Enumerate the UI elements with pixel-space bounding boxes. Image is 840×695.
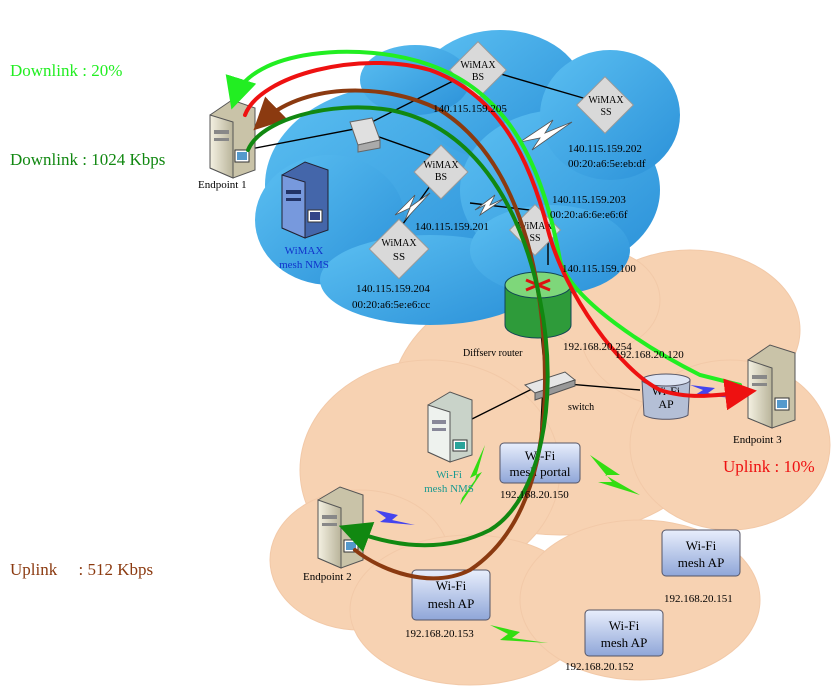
mesh-ap-bottom-label-2: mesh AP [601,635,648,650]
wifi-mesh-ap-bottom: Wi-Fi mesh AP [584,609,664,657]
wimax-ss-left-label-1: WiMAX [381,238,417,249]
wimax-ss-center-label-2: SS [529,233,540,244]
flow-downlink-20pct [225,49,742,387]
mesh-ap-left-address: 192.168.20.153 [405,628,474,640]
mesh-portal-label-1: Wi-Fi [525,448,556,463]
endpoint-2-server-icon [317,486,364,569]
wifi-ap-label-2: AP [658,397,674,411]
wimax-bs-mid: WiMAX BS [413,144,469,200]
endpoint-1-server-icon [209,99,256,179]
traffic-flows [225,49,757,581]
address-labels: 140.115.159.205 140.115.159.202 00:20:a6… [352,103,733,673]
wimax-nms-server-icon [281,161,329,239]
wifi-mesh-portal: Wi-Fi mesh portal [499,442,581,484]
wimax-nms-label-2: mesh NMS [279,259,329,271]
mesh-ap-right-label-1: Wi-Fi [686,538,717,553]
legend-downlink-rate: Downlink : 1024 Kbps [10,150,165,169]
wimax-ss-right-label-2: SS [600,107,611,118]
mesh-ap-left-label-1: Wi-Fi [436,578,467,593]
router-wimax-address: 140.115.159.100 [562,263,636,275]
wimax-ss-center-label-1: WiMAX [517,221,553,232]
ss-center-ip: 140.115.159.203 [552,194,626,206]
mesh-ap-bottom-label-1: Wi-Fi [609,618,640,633]
wireless-links [375,119,735,643]
wimax-ss-left-label-2: SS [393,251,405,263]
wifi-nms-server-icon [427,391,473,463]
wimax-nms-label-1: WiMAX [285,245,324,257]
legend-uplink-rate: Uplink : 512 Kbps [10,560,153,579]
ethernet-switch-icon [349,117,381,153]
mesh-portal-address: 192.168.20.150 [500,489,569,501]
endpoint-2-label: Endpoint 2 [303,571,352,583]
wifi-mesh-ap-left: Wi-Fi mesh AP [411,569,491,621]
legend-downlink-percent: Downlink : 20% [10,61,122,80]
ss-center-mac: 00:20:a6:6e:e6:6f [550,209,628,221]
wimax-bs-top: WiMAX BS [449,41,507,99]
wifi-nms-label-2: mesh NMS [424,483,474,495]
router-label: Diffserv router [463,348,523,359]
wimax-bs-mid-label-2: BS [435,172,447,183]
switch-label: switch [568,402,594,413]
bs-top-address: 140.115.159.205 [433,103,507,115]
wimax-ss-right: WiMAX SS [576,76,634,134]
endpoint-3-label: Endpoint 3 [733,434,782,446]
bs-mid-address: 140.115.159.201 [415,221,489,233]
flow-downlink-1024 [246,105,550,553]
mesh-ap-left-label-2: mesh AP [428,596,475,611]
flow-uplink-512 [253,88,548,581]
mesh-portal-label-2: mesh portal [509,464,570,479]
mesh-ap-right-label-2: mesh AP [678,555,725,570]
mesh-ap-bottom-address: 192.168.20.152 [565,661,634,673]
wimax-bs-top-label-2: BS [472,72,484,83]
wimax-bs-mid-label-1: WiMAX [423,160,459,171]
wimax-bs-top-label-1: WiMAX [460,60,496,71]
ss-left-mac: 00:20:a6:5e:e6:cc [352,299,430,311]
ss-right-mac: 00:20:a6:5e:eb:df [568,158,646,170]
wifi-nms-label-1: Wi-Fi [436,469,462,481]
wifi-ap-address: 192.168.20.120 [615,349,684,361]
wifi-mesh-ap-right: Wi-Fi mesh AP [661,529,741,577]
router-wifi-address: 192.168.20.254 [563,341,632,353]
ss-left-ip: 140.115.159.204 [356,283,430,295]
wimax-ss-right-label-1: WiMAX [588,95,624,106]
wimax-ss-left: WiMAX SS [368,218,430,280]
mesh-ap-right-address: 192.168.20.151 [664,593,733,605]
legend-uplink-percent: Uplink : 10% [723,457,815,476]
ss-right-ip: 140.115.159.202 [568,143,642,155]
endpoint-3-server-icon [747,344,796,429]
endpoint-1-label: Endpoint 1 [198,179,247,191]
flow-uplink-10pct [243,61,757,411]
